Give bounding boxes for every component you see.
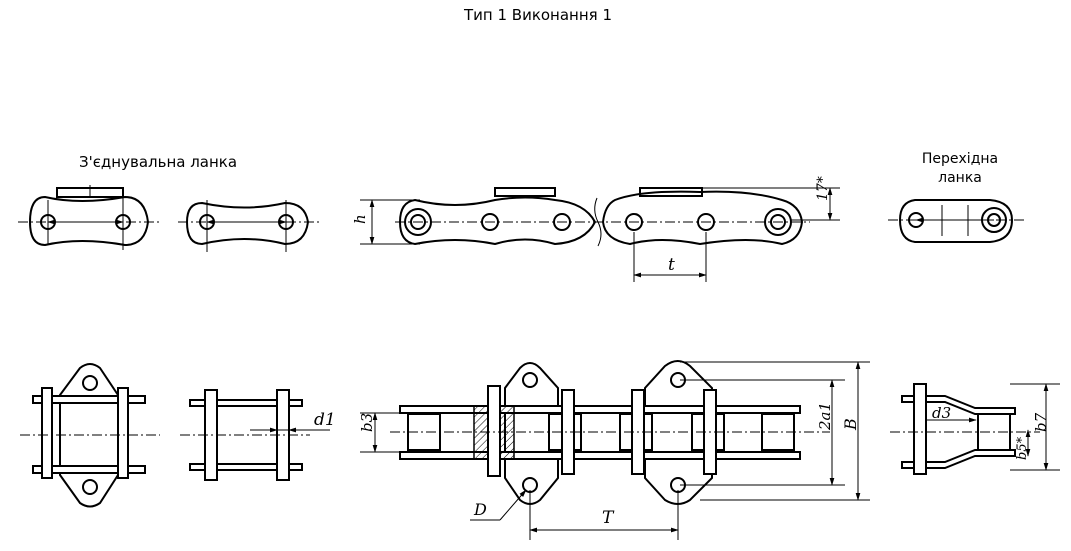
chain-side-view xyxy=(360,187,840,282)
connecting-link-top-2 xyxy=(180,389,330,481)
dim-t: t xyxy=(668,255,675,275)
transition-link-label-line2: ланка xyxy=(938,170,982,186)
transition-link-label-line1: Перехідна xyxy=(922,151,998,167)
dim-T: T xyxy=(602,508,615,528)
dim-D: D xyxy=(473,500,487,519)
dim-17-star: 17* xyxy=(815,176,831,201)
connecting-link-top-1 xyxy=(20,363,160,508)
dim-b7: b7 xyxy=(1032,412,1050,432)
dim-d1: d1 xyxy=(314,410,336,430)
dim-b5: b5* xyxy=(1015,436,1030,460)
page-title: Тип 1 Виконання 1 xyxy=(463,6,612,24)
chain-top-view xyxy=(360,360,870,540)
dim-b3: b3 xyxy=(358,413,376,432)
connecting-link-side-1 xyxy=(18,185,160,250)
dim-2a1: 2a1 xyxy=(816,402,834,431)
transition-link-side xyxy=(888,199,1025,243)
connecting-link-label: З'єднувальна ланка xyxy=(79,153,237,171)
dim-B: B xyxy=(841,418,860,431)
transition-link-top xyxy=(890,383,1060,475)
dim-d3: d3 xyxy=(932,404,951,422)
connecting-link-side-2 xyxy=(178,200,320,252)
dim-h: h xyxy=(351,214,369,224)
